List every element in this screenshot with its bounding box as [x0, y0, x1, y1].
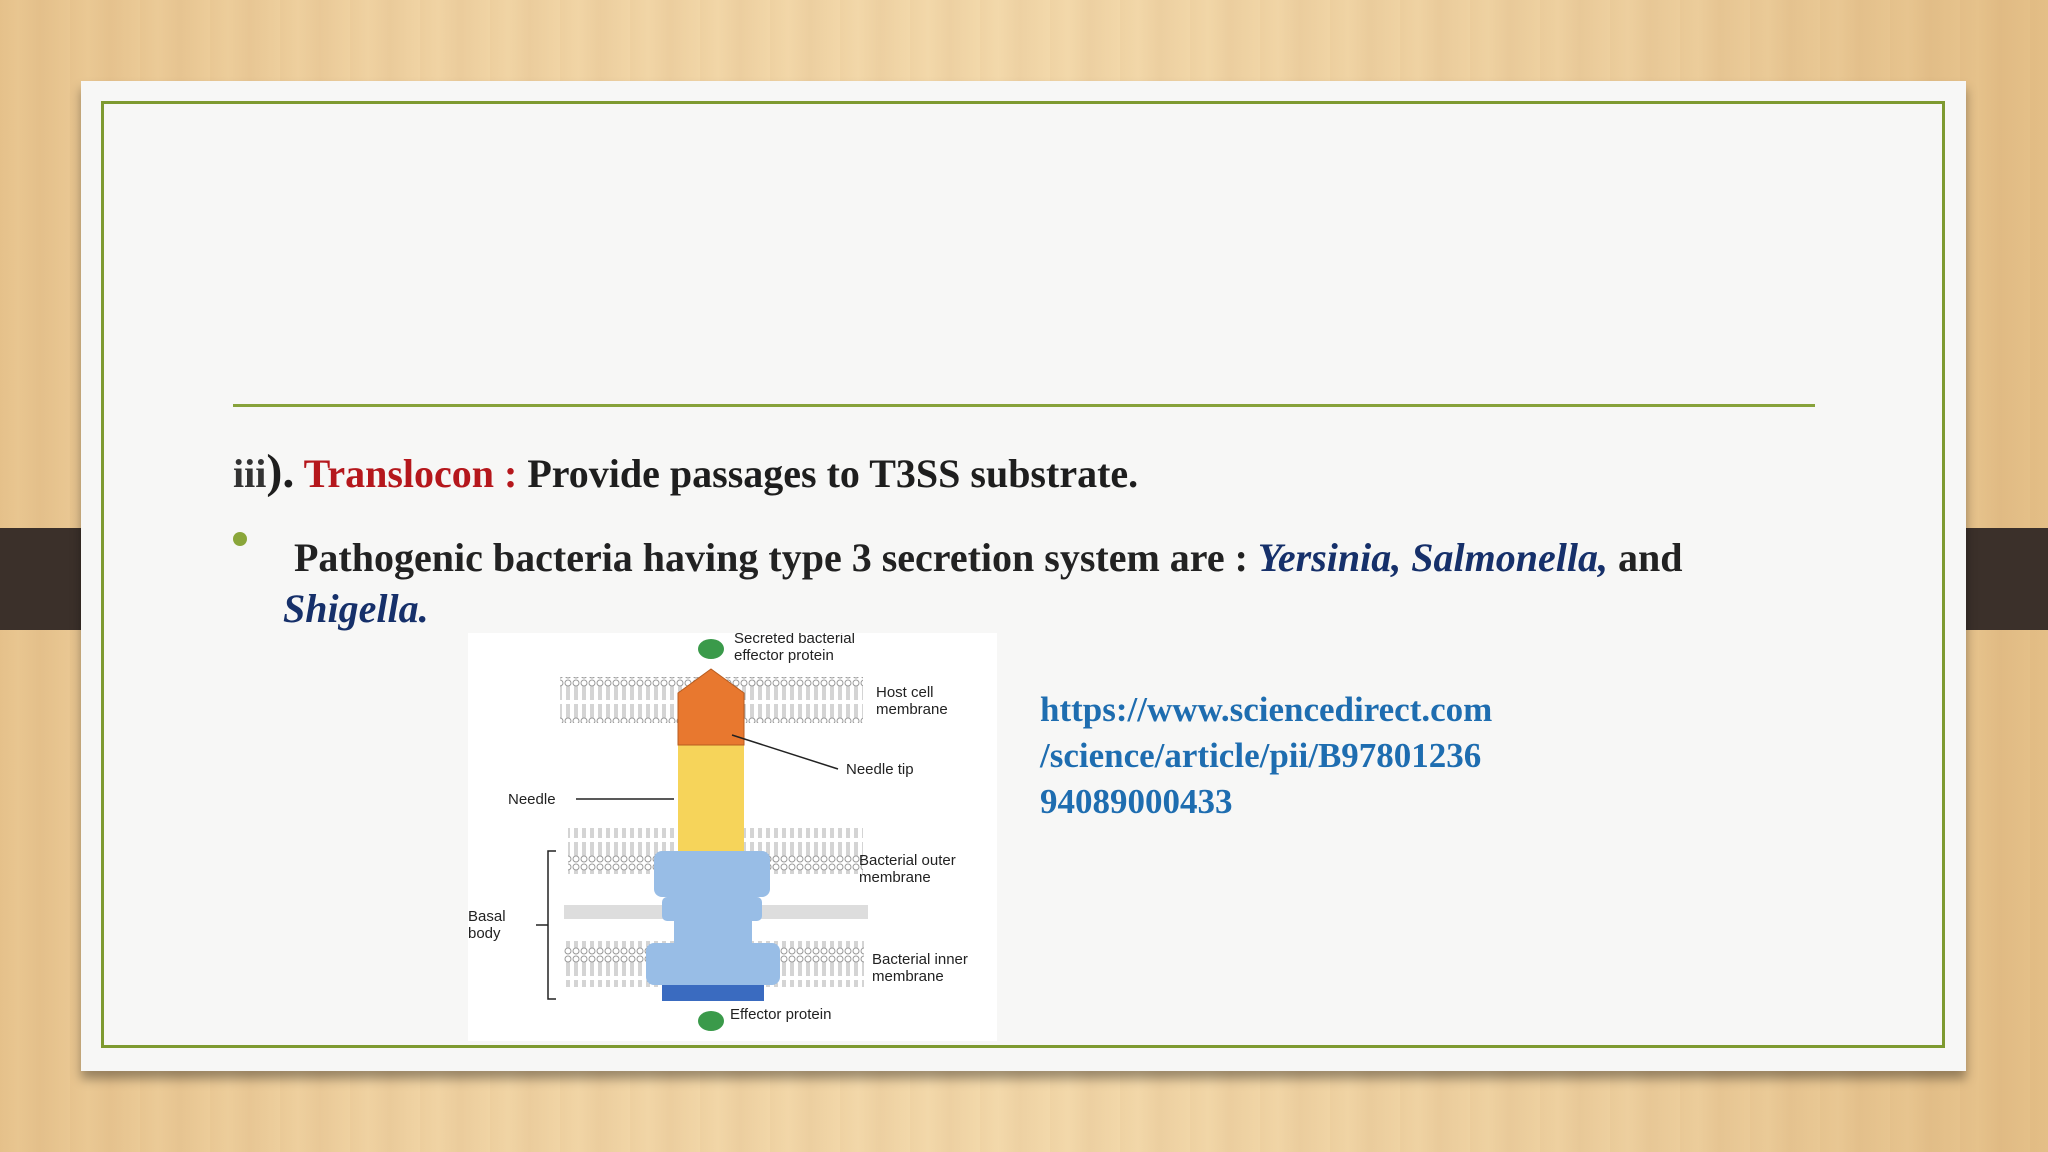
effector-protein: [698, 1011, 724, 1031]
basal-mid-ring: [662, 897, 762, 921]
label-effector: Effector protein: [730, 1006, 831, 1023]
heading-number: iii: [233, 451, 267, 496]
bullet-organisms: Yersinia, Salmonella,: [1257, 535, 1608, 580]
label-needle-tip: Needle tip: [846, 761, 914, 778]
label-needle: Needle: [508, 791, 556, 808]
basal-base: [662, 985, 764, 1001]
label-inner-2: membrane: [872, 968, 944, 985]
label-inner-1: Bacterial inner: [872, 951, 968, 968]
secreted-effector-protein: [698, 639, 724, 659]
label-host-1: Host cell: [876, 684, 934, 701]
bullet-text: Pathogenic bacteria having type 3 secret…: [294, 532, 1814, 584]
needle: [678, 745, 744, 865]
basal-bracket: [547, 850, 556, 1000]
source-link-line-2[interactable]: /science/article/pii/B97801236: [1040, 736, 1482, 775]
source-link-line-1[interactable]: https://www.sciencedirect.com: [1040, 690, 1493, 729]
heading-term: Translocon :: [303, 451, 518, 496]
slide-paper: [81, 81, 1966, 1071]
needle-tip-leader: [731, 734, 839, 770]
label-outer-1: Bacterial outer: [859, 852, 956, 869]
label-basal-1: Basal: [468, 908, 506, 925]
label-host-2: membrane: [876, 701, 948, 718]
basal-rod: [674, 921, 752, 945]
t3ss-diagram: Secreted bacterial effector protein Host…: [468, 630, 997, 1041]
t3ss-diagram-svg: Secreted bacterial effector protein Host…: [468, 630, 968, 1031]
label-basal-2: body: [468, 925, 501, 942]
source-link-line-3[interactable]: 94089000433: [1040, 782, 1233, 821]
basal-upper-ring: [654, 851, 770, 897]
source-link[interactable]: https://www.sciencedirect.com /science/a…: [1040, 687, 1492, 825]
bullet-organism-last: Shigella.: [283, 586, 429, 631]
slide-frame: [101, 101, 1945, 1048]
outer-membrane-right: [768, 828, 863, 874]
title-rule: [233, 404, 1815, 407]
heading-text: Provide passages to T3SS substrate.: [527, 451, 1139, 496]
label-secreted-2: effector protein: [734, 647, 834, 664]
label-outer-2: membrane: [859, 869, 931, 886]
label-secreted-1: Secreted bacterial: [734, 633, 855, 647]
bullet-lead: Pathogenic bacteria having type 3 secret…: [294, 535, 1248, 580]
bullet-connector: and: [1617, 535, 1683, 580]
needle-tip: [677, 668, 745, 746]
heading-paren: ).: [266, 445, 295, 498]
host-membrane-right: [753, 677, 863, 723]
bullet-dot: [233, 532, 247, 546]
basal-lower-ring: [646, 943, 780, 985]
heading-line: iii). Translocon : Provide passages to T…: [233, 444, 1138, 499]
